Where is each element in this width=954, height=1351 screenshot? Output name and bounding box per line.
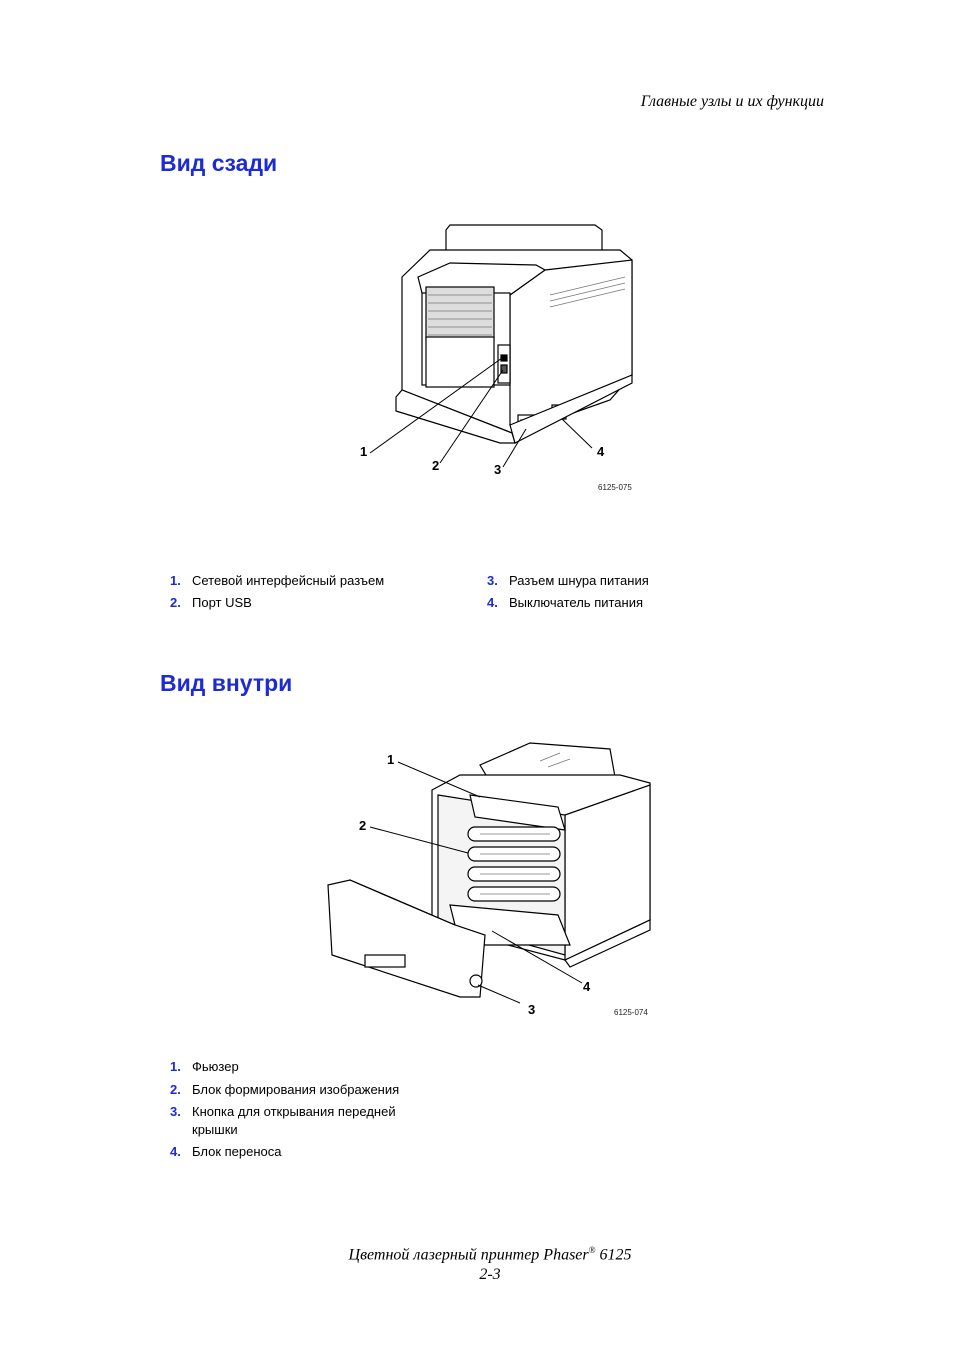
- legend-number: 4.: [487, 595, 498, 610]
- inside-view-title: Вид внутри: [160, 670, 293, 696]
- rear-legend-item: 1. Сетевой интерфейсный разъем: [170, 572, 384, 590]
- page-number: 2-3: [479, 1266, 501, 1284]
- legend-number: 3.: [487, 573, 498, 588]
- rear-view-title: Вид сзади: [160, 150, 278, 176]
- registered-mark: ®: [588, 1245, 596, 1255]
- inside-view-illustration: [327, 742, 651, 1004]
- legend-text: Блок переноса: [192, 1144, 282, 1159]
- legend-text: Выключатель питания: [509, 595, 644, 610]
- inside-legend-item: 2. Блок формирования изображения: [170, 1081, 399, 1099]
- legend-text: Фьюзер: [192, 1059, 239, 1074]
- legend-number: 3.: [170, 1104, 181, 1119]
- rear-figure-id: 6125-075: [598, 483, 632, 492]
- legend-number: 4.: [170, 1144, 181, 1159]
- running-header: Главные узлы и их функции: [640, 93, 824, 110]
- legend-number: 2.: [170, 595, 181, 610]
- footer-product: Цветной лазерный принтер Phaser® 6125: [300, 1240, 680, 1265]
- rear-legend-item: 2. Порт USB: [170, 594, 252, 612]
- inside-legend-item: 1. Фьюзер: [170, 1058, 239, 1076]
- footer-product-name: Цветной лазерный принтер Phaser: [348, 1246, 589, 1264]
- legend-text: Порт USB: [192, 595, 252, 610]
- legend-text: Кнопка для открывания передней крышки: [192, 1104, 396, 1137]
- inside-legend-item: 4. Блок переноса: [170, 1143, 282, 1161]
- legend-text: Сетевой интерфейсный разъем: [192, 573, 385, 588]
- legend-text: Блок формирования изображения: [192, 1082, 400, 1097]
- inside-callout-1: 1: [387, 752, 395, 767]
- inside-callout-4: 4: [583, 979, 591, 994]
- rear-callout-2: 2: [432, 458, 440, 473]
- page-footer: Цветной лазерный принтер Phaser® 6125 2-…: [300, 1240, 680, 1285]
- footer-model: 6125: [595, 1246, 632, 1264]
- legend-number: 1.: [170, 573, 181, 588]
- legend-number: 1.: [170, 1059, 181, 1074]
- rear-legend-item: 3. Разъем шнура питания: [487, 572, 649, 590]
- legend-number: 2.: [170, 1082, 181, 1097]
- rear-callout-1: 1: [360, 444, 368, 459]
- rear-legend-item: 4. Выключатель питания: [487, 594, 643, 612]
- inside-figure-id: 6125-074: [614, 1008, 648, 1017]
- rear-view-illustration: [369, 224, 633, 468]
- inside-callout-2: 2: [359, 818, 367, 833]
- legend-text: Разъем шнура питания: [509, 573, 649, 588]
- rear-callout-4: 4: [597, 444, 605, 459]
- rear-callout-3: 3: [494, 462, 502, 477]
- inside-legend-item: 3. Кнопка для открывания передней крышки: [170, 1103, 432, 1139]
- inside-callout-3: 3: [528, 1002, 536, 1017]
